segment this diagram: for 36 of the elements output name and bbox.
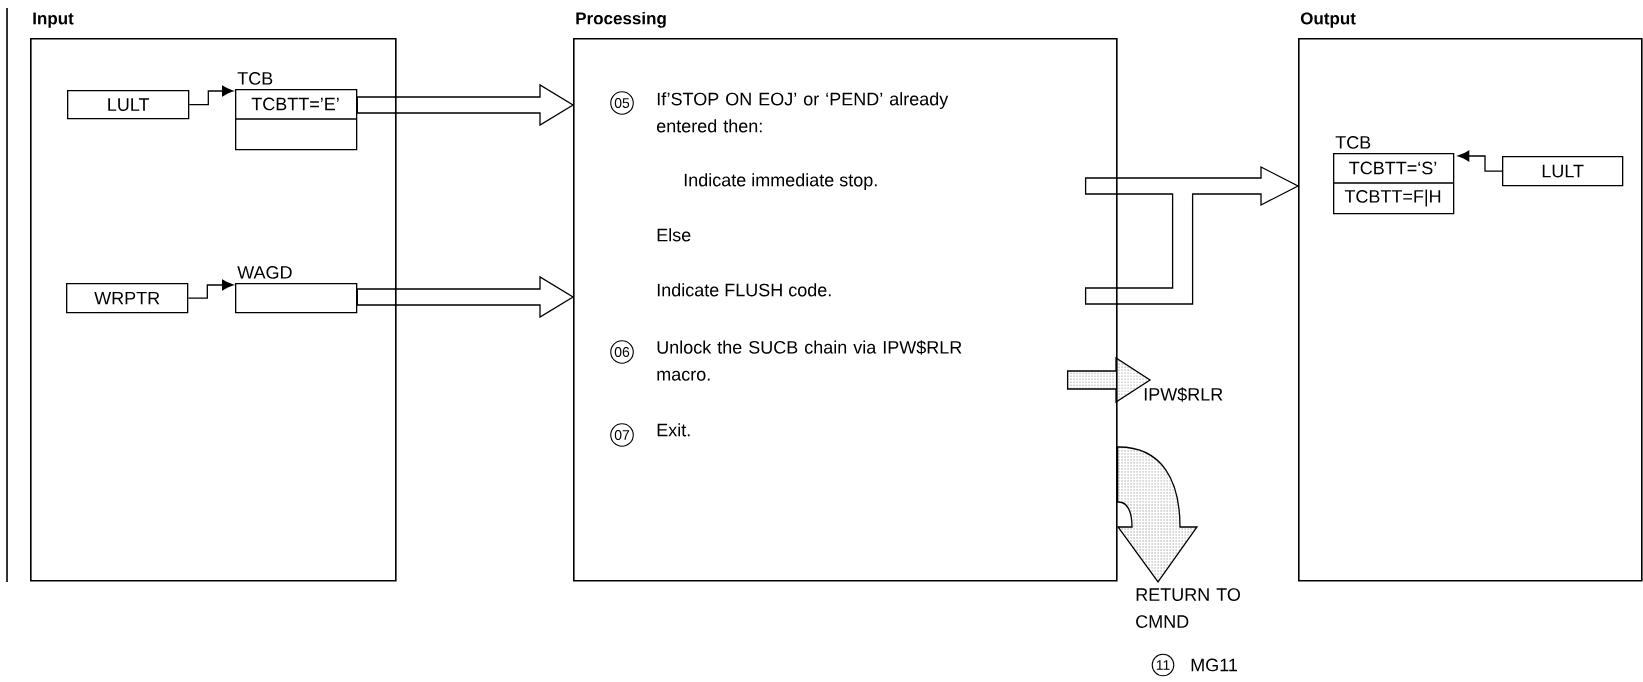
shaded-arrow: [1116, 446, 1198, 583]
field-box: LULT: [1502, 156, 1624, 187]
field-value: TCBTT=F|H: [1344, 189, 1441, 207]
panel: [1298, 12, 1643, 582]
step-number: 06: [610, 340, 634, 364]
step-number: 05: [610, 91, 634, 115]
block-arrow: [356, 275, 575, 319]
step-text: Indicate immediate stop.: [684, 173, 877, 190]
step-text: Unlock the SUCB chain via IPW$RLR macro.: [657, 340, 962, 381]
panel: [30, 12, 397, 582]
field-box: WRPTR: [66, 283, 189, 314]
arrow: [187, 279, 234, 299]
arrow: [188, 85, 234, 106]
panel-heading: Input: [33, 12, 74, 28]
step-text: If’STOP ON EOJ’ or ‘PEND’ already entered then:: [657, 92, 949, 133]
field-value: TCBTT=‘S’: [1349, 161, 1437, 175]
step-number: 07: [610, 423, 634, 447]
arrow: [1457, 150, 1503, 172]
panel-heading: Processing: [576, 11, 666, 28]
block-arrow: [1084, 165, 1300, 305]
step-text: Indicate FLUSH code.: [657, 283, 831, 297]
record-label: WAGD: [237, 266, 292, 279]
panel: [573, 11, 1118, 582]
step-number: 11: [1151, 653, 1175, 677]
record-label: TCB: [1335, 136, 1371, 149]
panel-heading: Output: [1300, 12, 1356, 28]
shaded-arrow: [1066, 356, 1152, 404]
field-box: LULT: [67, 90, 190, 120]
target-text: IPW$RLR: [1144, 387, 1223, 402]
record-label: TCB: [237, 72, 273, 85]
target-text: RETURN TO CMND: [1136, 588, 1240, 628]
page-reference: MG11: [1191, 658, 1237, 672]
step-text: Else: [657, 228, 691, 242]
block-arrow: [356, 83, 575, 127]
field-value: TCBTT=’E’: [251, 97, 339, 111]
step-text: Exit.: [657, 423, 690, 437]
